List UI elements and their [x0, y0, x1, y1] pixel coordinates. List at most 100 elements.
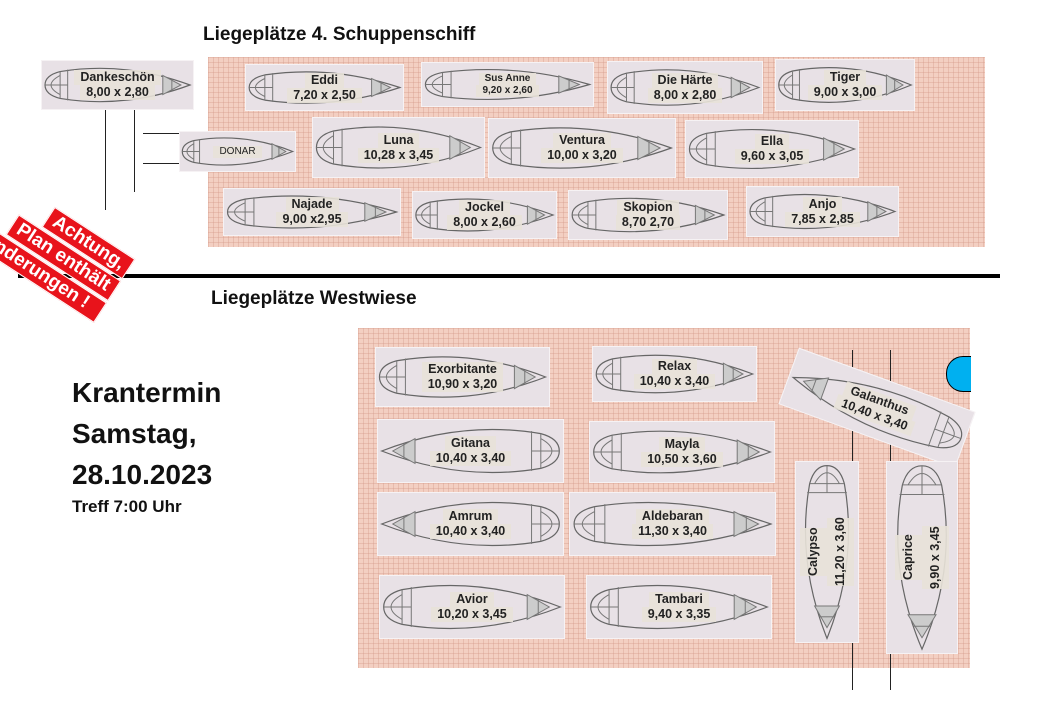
boat-hull-icon [489, 119, 675, 177]
boat-donar[interactable]: DONAR [179, 131, 296, 172]
boat-name: Anjo [802, 196, 843, 212]
boat-name: Exorbitante [422, 362, 503, 377]
crane-day: Samstag, [72, 418, 197, 449]
boat-hull-icon [686, 121, 858, 177]
boat-name: Luna [377, 132, 420, 148]
boat-name: Gitana [445, 436, 496, 451]
boat-name: Caprice [895, 534, 922, 581]
crane-date-block: Krantermin Samstag, 28.10.2023 Treff 7:0… [72, 372, 221, 519]
boat-size: 10,40 x 3,40 [429, 451, 512, 466]
boat-size: 10,40 x 3,40 [633, 374, 716, 389]
connector-line [143, 163, 179, 164]
boat-name: DONAR [213, 145, 262, 158]
boat-hull-icon [747, 187, 898, 236]
boat-hull-icon [570, 493, 775, 555]
connector-line [143, 133, 179, 134]
boat-name: Calypso [800, 527, 827, 577]
boat-size: 9,00 x 3,00 [807, 85, 883, 100]
boat-size: 11,20 x 3,60 [827, 517, 854, 587]
boat-size: 10,50 x 3,60 [641, 452, 723, 467]
boat-size: 8,00 x 2,80 [647, 87, 723, 103]
boat-name: Avior [450, 592, 494, 607]
crane-date: 28.10.2023 [72, 459, 213, 490]
boat-name: Mayla [658, 437, 706, 452]
boat-name: Relax [651, 359, 698, 374]
boat-hull-icon [378, 420, 563, 482]
boat-hull-icon [180, 132, 295, 171]
boat-size: 9,60 x 3,05 [734, 149, 810, 164]
boat-size: 8,00 x 2,80 [80, 85, 155, 100]
boat-name: Skopion [617, 200, 679, 215]
boat-hull-icon [313, 118, 484, 177]
boat-name: Dankeschön [74, 70, 161, 85]
boat-size: 9,90 x 3,45 [922, 526, 949, 589]
boat-name: Tiger [823, 70, 867, 85]
boat-name: Ventura [553, 133, 611, 148]
westwiese-title: Liegeplätze Westwiese [211, 288, 417, 309]
boat-name: Aldebaran [635, 509, 710, 524]
crane-label: Krantermin [72, 377, 222, 408]
boat-name: Tambari [649, 592, 709, 607]
boat-size: 10,40 x 3,40 [429, 524, 512, 539]
crane-position-marker [946, 356, 971, 392]
boat-size: 8,00 x 2,60 [447, 215, 522, 230]
boat-name: Ella [754, 134, 790, 149]
section-divider [18, 274, 1000, 278]
boat-hull-icon [887, 462, 957, 653]
boat-hull-icon [590, 422, 774, 482]
boat-name: Najade [285, 197, 339, 212]
boat-size: 10,20 x 3,45 [431, 607, 513, 622]
boat-size: 9,20 x 2,60 [476, 84, 539, 97]
boat-name: Eddi [304, 72, 345, 88]
boat-size: 7,85 x 2,85 [785, 211, 860, 227]
boat-name: Sus Anne [478, 72, 537, 85]
boat-hull-icon [376, 348, 549, 406]
boat-size: 11,30 x 3,40 [632, 524, 713, 539]
boat-size: 10,00 x 3,20 [541, 148, 623, 163]
connector-line [105, 110, 106, 210]
boat-hull-icon [587, 576, 771, 638]
boat-hull-icon [246, 65, 403, 110]
boat-hull-icon [593, 347, 756, 401]
boat-hull-icon [380, 576, 564, 638]
boat-name: Amrum [442, 509, 499, 524]
boat-size: 9,40 x 3,35 [641, 607, 717, 622]
boat-size: 7,20 x 2,50 [287, 87, 362, 103]
warning-banner: Achtung, Plan enthält Änderungen ! [0, 196, 136, 325]
boat-name: Jockel [459, 200, 510, 215]
boat-hull-icon [224, 189, 400, 235]
boat-hull-icon [776, 60, 914, 110]
boat-name: Die Härte [651, 72, 719, 88]
boat-hull-icon [780, 349, 975, 467]
schuppenschiff-title: Liegeplätze 4. Schuppenschiff [203, 24, 476, 45]
crane-meeting-time: Treff 7:00 Uhr [72, 497, 182, 516]
boat-size: 10,28 x 3,45 [357, 147, 440, 163]
connector-line [134, 110, 135, 192]
boat-size: 10,90 x 3,20 [421, 377, 504, 392]
boat-size: 9,00 x2,95 [276, 212, 348, 227]
boat-size: 8,70 2,70 [615, 215, 681, 230]
